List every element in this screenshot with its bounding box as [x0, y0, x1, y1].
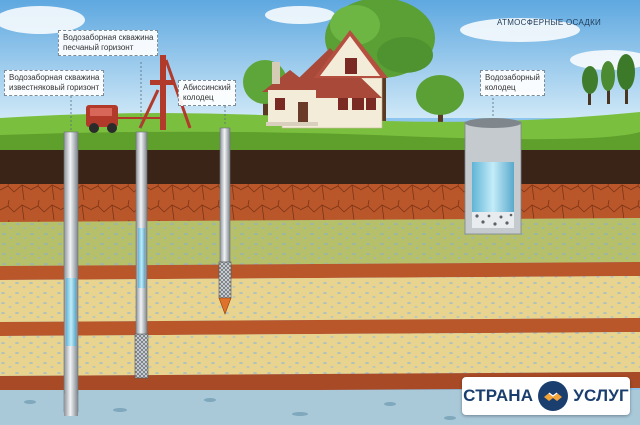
brand-left-word: СТРАНА	[463, 386, 533, 406]
well-pipe-icon	[465, 118, 521, 234]
brand-right-word: УСЛУГ	[573, 386, 629, 406]
well-pipe-icon	[135, 132, 148, 378]
water-icon	[138, 228, 145, 288]
filter-mesh-icon	[135, 334, 148, 378]
label-precipitation: АТМОСФЕРНЫЕ ОСАДКИ	[497, 18, 601, 27]
sand-layer	[0, 276, 640, 322]
filter-mesh-icon	[219, 262, 231, 298]
handshake-icon	[538, 381, 568, 411]
label-dug-well: Водозаборный колодец	[480, 70, 545, 96]
brand-logo: СТРАНА УСЛУГ	[462, 377, 630, 415]
well-pipe-icon	[64, 132, 78, 416]
label-limestone-well: Водозаборная скважина известняковый гори…	[4, 70, 104, 96]
topsoil-layer	[0, 150, 640, 184]
well-pipe-icon	[219, 128, 231, 314]
gravel-icon	[472, 212, 514, 228]
clay-layer	[0, 184, 640, 222]
water-icon	[472, 162, 514, 212]
aquifer-layer-upper	[0, 218, 640, 266]
sand-layer-2	[0, 332, 640, 376]
label-sand-well: Водозаборная скважина песчаный горизонт	[58, 30, 158, 56]
water-icon	[66, 278, 76, 346]
label-abyssinian-well: Абиссинский колодец	[178, 80, 236, 106]
